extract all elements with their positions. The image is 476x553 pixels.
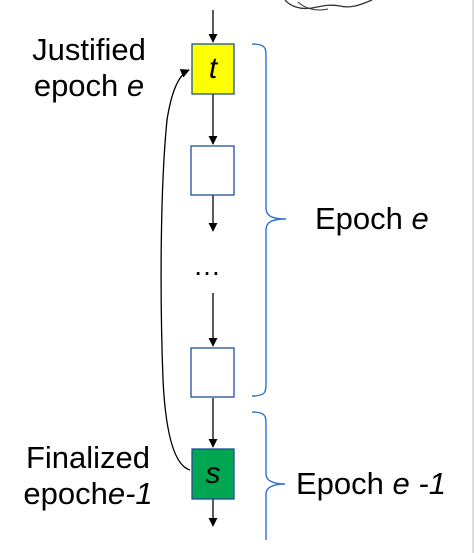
- justified-label-line1: Justified: [32, 32, 146, 67]
- finalized-block: [191, 448, 235, 500]
- finalized-label-line2: epoche-1: [2, 476, 174, 512]
- epoch-prev-label: Epoch e -1: [296, 466, 446, 502]
- finalized-label: Finalized epoche-1: [2, 440, 174, 512]
- finalized-epoch-word: epoch: [23, 476, 108, 511]
- chain-ellipsis: …: [193, 250, 221, 281]
- brace-epoch-prev: [251, 411, 286, 540]
- finalized-label-line1: Finalized: [25, 440, 151, 475]
- epoch-e-word: Epoch: [315, 201, 403, 236]
- epoch-e-label: Epoch e: [315, 201, 429, 237]
- justified-block-letter: t: [208, 52, 218, 85]
- sketch-decoration-2: [297, 1, 329, 11]
- finalized-epoch-var: e-1: [107, 476, 153, 511]
- epoch-prev-var: e -1: [392, 466, 446, 501]
- epoch-prev-word: Epoch: [296, 466, 384, 501]
- link-s-to-t-arrow: [160, 69, 191, 471]
- justified-block: [191, 43, 235, 95]
- justified-label-line2: epoch e: [14, 68, 164, 104]
- empty-block-2: [190, 347, 235, 398]
- justified-label: Justified epoch e: [14, 32, 164, 104]
- sketch-decoration: [284, 0, 373, 10]
- empty-block-1: [190, 145, 235, 196]
- finalized-block-letter: s: [205, 457, 221, 490]
- brace-epoch-e: [251, 43, 287, 397]
- epoch-e-var: e: [411, 201, 429, 236]
- justified-epoch-var: e: [126, 68, 145, 103]
- justified-epoch-word: epoch: [33, 68, 119, 103]
